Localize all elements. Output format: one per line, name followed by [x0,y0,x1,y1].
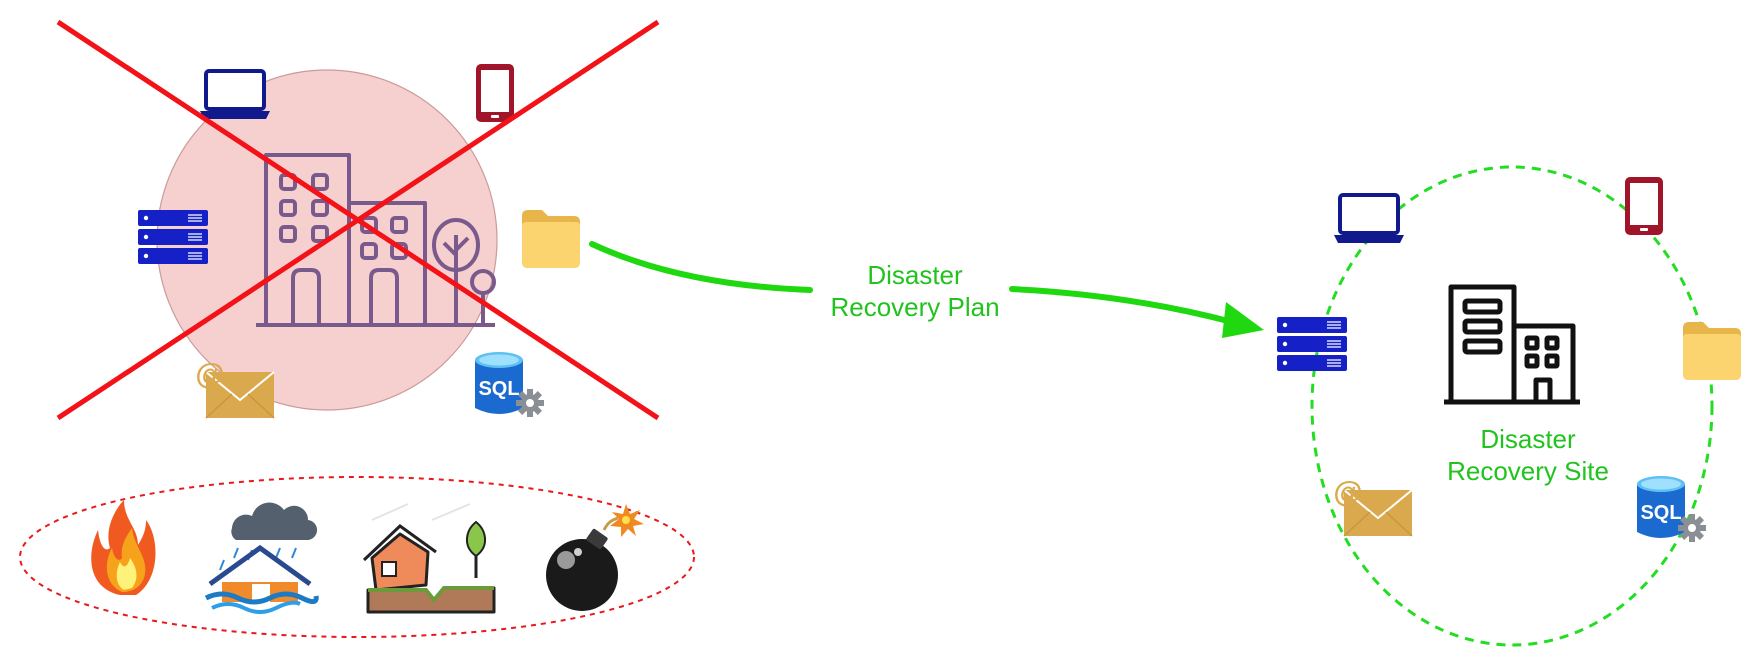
sql-database-icon: SQL [1637,476,1706,542]
svg-text:@: @ [1333,476,1362,509]
laptop-icon [198,69,272,121]
flood-icon [204,502,319,614]
destroyed-cross [56,19,660,421]
svg-text:SQL: SQL [1640,502,1681,524]
office-building-icon [1444,284,1580,405]
recovery-site-label: Disaster Recovery Site [1447,424,1609,486]
server-icon [1276,316,1348,372]
svg-text:@: @ [195,358,224,391]
threats-group [19,476,695,638]
server-icon [137,209,209,265]
recovery-site-circle [1310,165,1714,647]
sql-database-icon: SQL [475,352,544,417]
folder-icon [522,210,580,268]
svg-text:Recovery Site: Recovery Site [1447,456,1609,486]
svg-text:Recovery Plan: Recovery Plan [830,292,999,322]
recovery-arrow [589,241,1264,338]
svg-text:Disaster: Disaster [867,260,963,290]
recovery-site: Disaster Recovery Site @ SQL [1276,165,1741,647]
bomb-icon [546,504,644,611]
laptop-icon [1332,193,1406,245]
svg-text:Disaster: Disaster [1480,424,1576,454]
earthquake-icon [362,503,496,614]
fire-icon [91,500,156,595]
office-building-icon [256,153,496,327]
phone-icon [1625,177,1663,235]
folder-icon [1683,322,1741,380]
threats-ellipse [19,476,695,638]
email-icon: @ [1333,476,1413,537]
email-icon: @ [195,358,275,419]
phone-icon [476,64,514,122]
svg-text:SQL: SQL [478,378,519,400]
recovery-plan-label: Disaster Recovery Plan [830,260,999,322]
